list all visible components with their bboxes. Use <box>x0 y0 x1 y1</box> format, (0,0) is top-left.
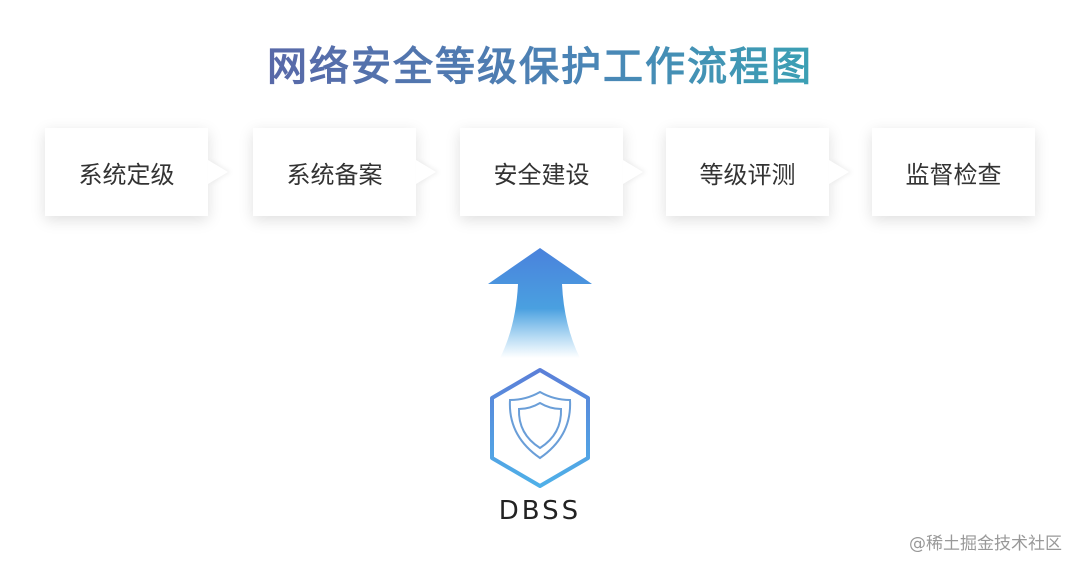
dbss-label: DBSS <box>498 496 582 526</box>
up-arrow-icon <box>488 248 592 358</box>
step-system-filing: 系统备案 <box>253 128 416 216</box>
dbss-hexagon-icon <box>490 368 590 488</box>
watermark: @稀土掘金技术社区 <box>909 534 1062 554</box>
step-system-grading: 系统定级 <box>45 128 208 216</box>
step-supervision-inspection: 监督检查 <box>872 128 1035 216</box>
step-level-assessment: 等级评测 <box>666 128 829 216</box>
shield-icon <box>508 390 572 460</box>
page-title: 网络安全等级保护工作流程图 <box>0 34 1080 92</box>
step-security-construction: 安全建设 <box>460 128 623 216</box>
